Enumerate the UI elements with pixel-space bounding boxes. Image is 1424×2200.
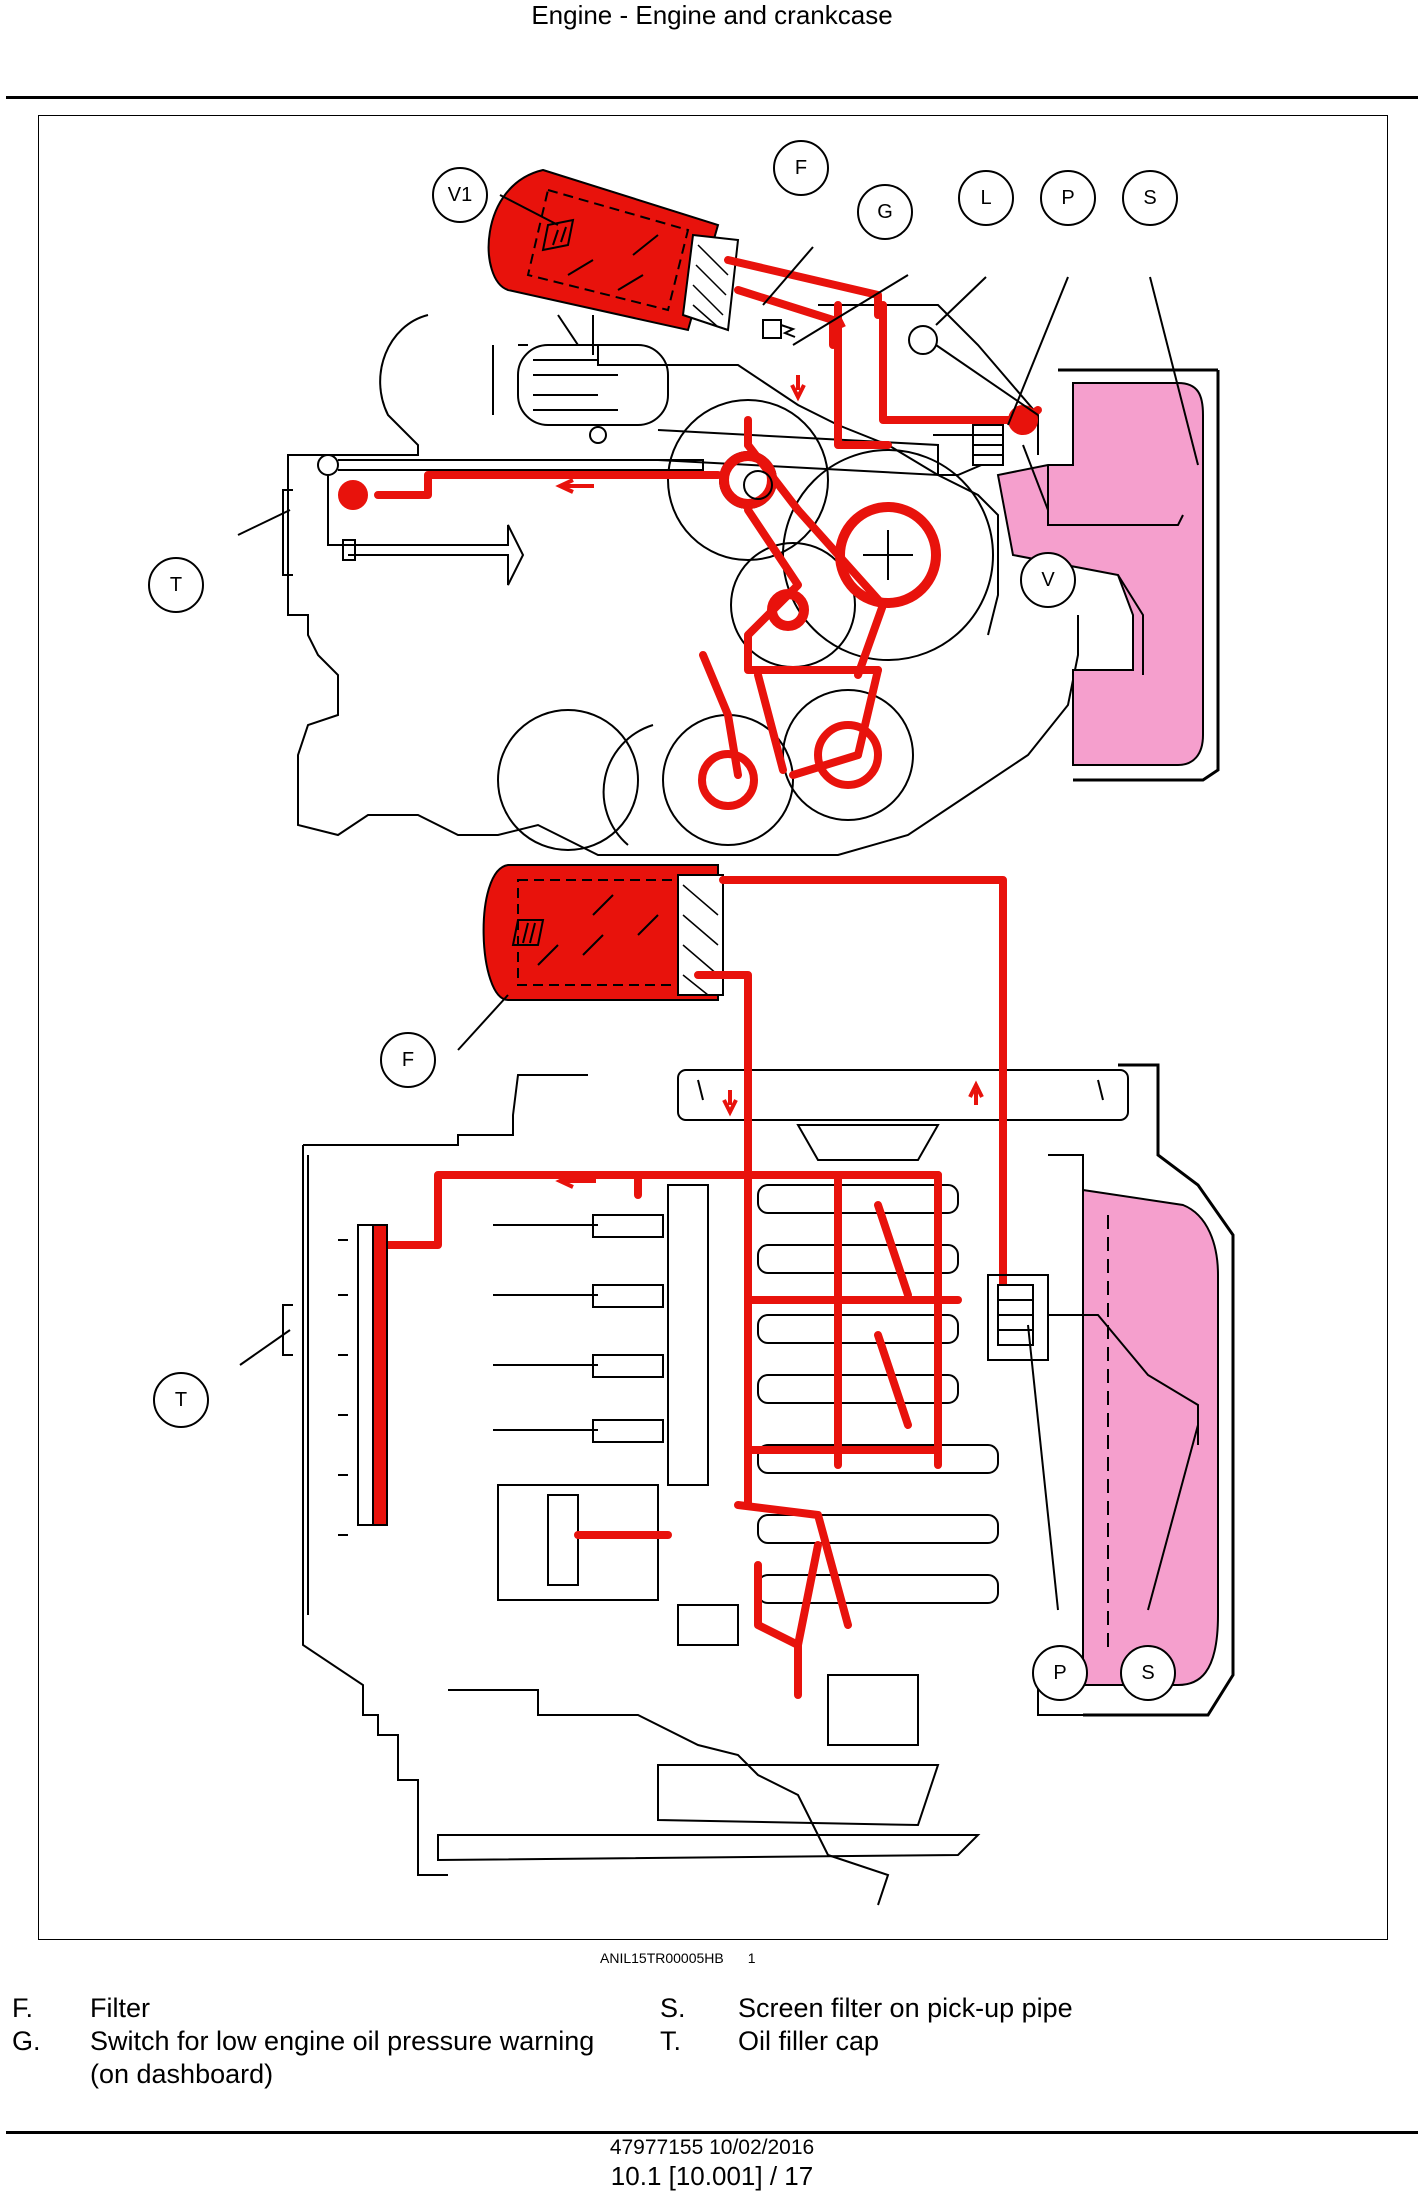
callout-s-top-label: S [1143, 187, 1156, 209]
callout-f-top-label: F [795, 157, 807, 179]
footer-rule [6, 2131, 1418, 2134]
legend-right: S. Screen filter on pick-up pipe T. Oil … [660, 1992, 1278, 2058]
legend-item: S. Screen filter on pick-up pipe [660, 1992, 1278, 2025]
figure-code: ANIL15TR00005HB [600, 1950, 724, 1966]
callout-s-bottom-label: S [1141, 1662, 1154, 1684]
callout-s-bottom [1120, 1645, 1176, 1701]
callout-g-label: G [877, 201, 893, 223]
callout-v1 [432, 167, 488, 223]
lubrication-diagram: V1 F G L P S T V F T P S [148, 140, 1235, 1906]
legend-item: T. Oil filler cap [660, 2025, 1278, 2058]
callout-t-bottom-label: T [175, 1389, 187, 1411]
callout-t-bottom [153, 1372, 209, 1428]
callout-v-label: V [1041, 569, 1055, 591]
top-oil-journals [338, 405, 1038, 810]
callout-g [857, 184, 913, 240]
callout-l-label: L [980, 187, 991, 209]
legend-key: G. [12, 2026, 41, 2056]
legend-text: Oil filler cap [738, 2026, 880, 2056]
callout-p-bottom-label: P [1053, 1662, 1066, 1684]
callout-t-top [148, 557, 204, 613]
legend-item: G. Switch for low engine oil pressure wa… [12, 2025, 630, 2091]
top-engine-section [282, 304, 1079, 856]
legend-key: T. [660, 2026, 682, 2056]
callout-s-top [1122, 170, 1178, 226]
callout-t-top-label: T [170, 574, 182, 596]
legend-item: F. Filter [12, 1992, 630, 2025]
page-header-title: Engine - Engine and crankcase [531, 0, 893, 30]
bottom-oil-filter [482, 864, 724, 1001]
legend-text: Switch for low engine oil pressure warni… [90, 2026, 595, 2089]
top-oil-filter [487, 168, 740, 332]
bottom-oil-passages [379, 876, 1007, 1699]
callout-f-bottom-label: F [402, 1049, 414, 1071]
callout-f-top [773, 140, 829, 196]
footer-page-number: 10.1 [10.001] / 17 [610, 2161, 814, 2191]
legend-text: Filter [90, 1993, 150, 2023]
legend-key: S. [660, 1993, 686, 2023]
oil-level-sensor [908, 325, 938, 355]
callout-p-top [1040, 170, 1096, 226]
callout-p-bottom [1032, 1645, 1088, 1701]
bottom-oil-sump [1037, 1063, 1235, 1717]
crankshaft [757, 1124, 999, 1604]
legend-text: Screen filter on pick-up pipe [738, 1993, 1073, 2023]
footer-document-id: 47977155 10/02/2016 [609, 2136, 815, 2159]
valve-row [493, 1214, 664, 1443]
top-oil-sump [996, 368, 1220, 782]
header-rule [6, 96, 1418, 99]
figure-reference: ANIL15TR00005HB 1 [600, 1950, 800, 1966]
oil-pressure-switch [762, 319, 782, 339]
callout-l [958, 170, 1014, 226]
legend-key: F. [12, 1993, 34, 2023]
callout-v [1020, 552, 1076, 608]
callout-f-bottom [380, 1032, 436, 1088]
figure-frame [38, 115, 1388, 1940]
top-oil-passages [374, 256, 1042, 779]
legend-left: F. Filter G. Switch for low engine oil p… [12, 1992, 630, 2091]
bottom-engine-section [282, 1069, 1129, 1906]
figure-number: 1 [747, 1950, 756, 1966]
callout-v1-label: V1 [448, 184, 472, 206]
callout-p-top-label: P [1061, 187, 1074, 209]
